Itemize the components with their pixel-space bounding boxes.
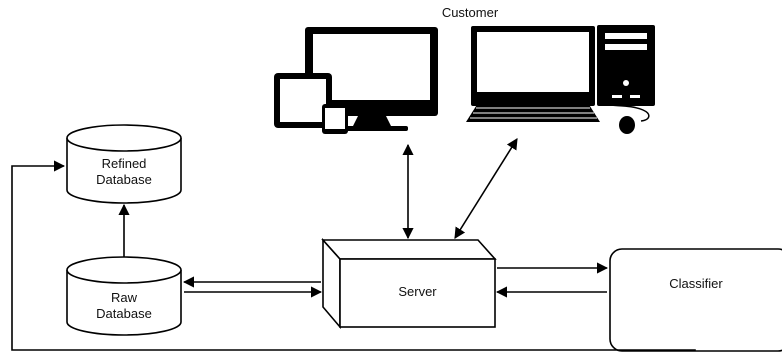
tablet-icon — [274, 73, 332, 128]
classifier-label: Classifier — [669, 276, 723, 291]
smartphone-icon — [322, 104, 348, 134]
server-box — [321, 237, 497, 330]
refined-database-label: Refined Database — [96, 156, 152, 187]
raw-database — [66, 256, 182, 336]
customer-devices — [274, 25, 655, 134]
raw-database-label: Raw Database — [96, 290, 152, 321]
desktop-computer-icon — [471, 25, 655, 117]
arrow-classifier-to-refined — [11, 160, 696, 351]
classifier-box — [609, 248, 782, 352]
keyboard-icon — [466, 103, 600, 122]
monitor-icon — [305, 27, 438, 131]
arrow-desktop-server — [454, 138, 518, 239]
customer-label: Customer — [441, 5, 499, 20]
server-label: Server — [398, 284, 437, 299]
refined-database — [66, 124, 182, 204]
mouse-icon — [599, 102, 650, 134]
